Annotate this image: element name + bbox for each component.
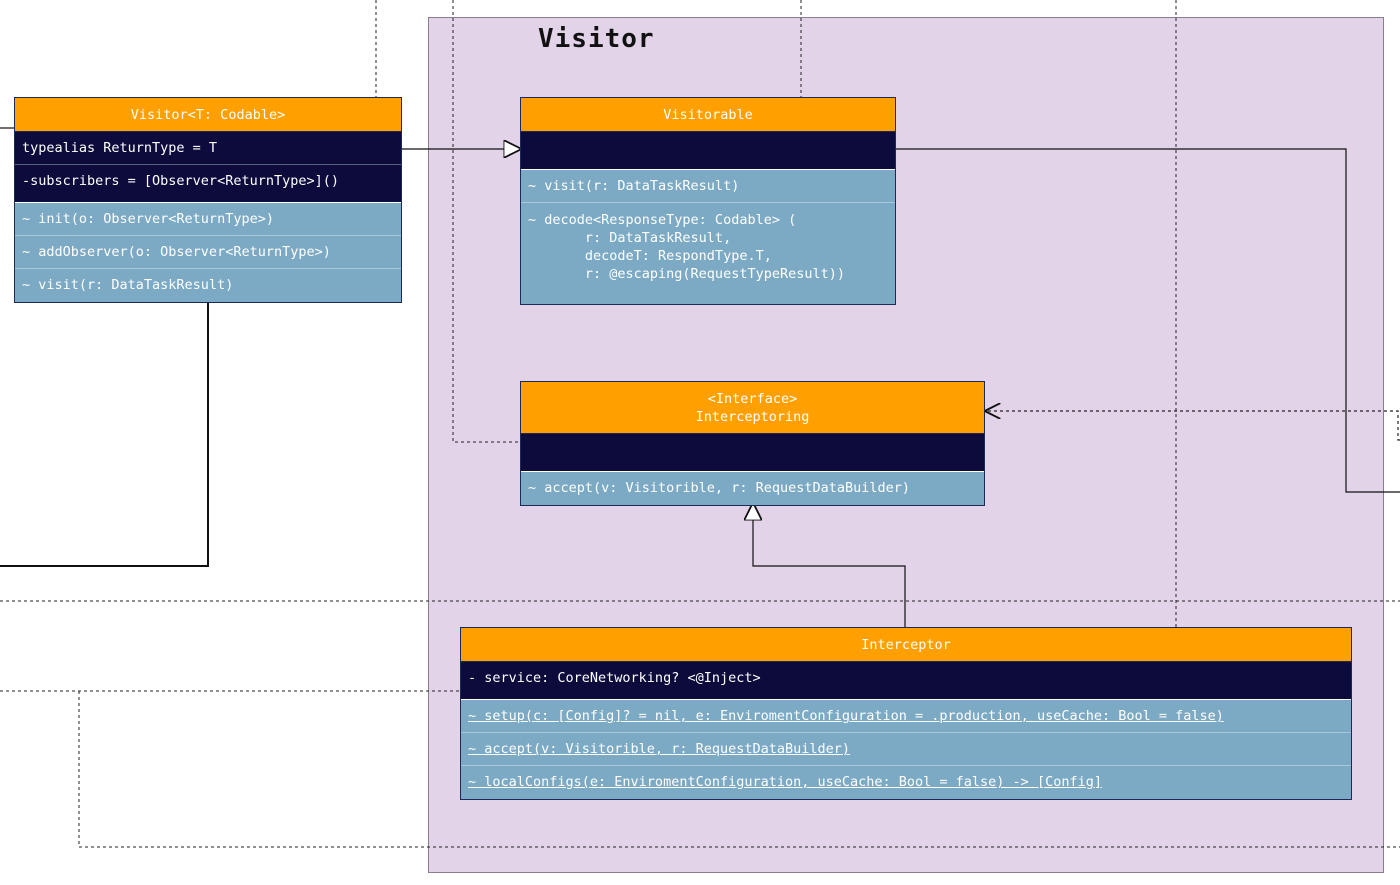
visitorable-separator (521, 165, 895, 170)
visitor-separator (15, 198, 401, 203)
package-title: Visitor (538, 24, 655, 54)
dashed-bottom-loop (78, 691, 1400, 848)
visitorable-op-visit: ~ visit(r: DataTaskResult) (521, 170, 895, 203)
generalization-arrow (753, 504, 906, 627)
interceptor-op-setup: ~ setup(c: [Config]? = nil, e: Enviromen… (461, 700, 1351, 733)
interceptoring-header: <Interface> Interceptoring (521, 382, 984, 434)
visitor-op-visit: ~ visit(r: DataTaskResult) (22, 277, 234, 293)
interceptoring-op-accept: ~ accept(v: Visitorible, r: RequestDataB… (528, 480, 911, 496)
interceptor-op-local-configs: ~ localConfigs(e: EnviromentConfiguratio… (468, 774, 1102, 790)
interceptoring-class: <Interface> Interceptoring ~ accept(v: V… (520, 381, 985, 506)
visitor-op-add-observer: ~ addObserver(o: Observer<ReturnType>) (15, 236, 401, 269)
visitor-op-init: ~ init(o: Observer<ReturnType>) (15, 203, 401, 236)
visitorable-class-name: Visitorable (521, 98, 895, 132)
visitor-bottom-connector (0, 301, 209, 567)
visitor-attribute-typealias: typealias ReturnType = T (15, 132, 401, 165)
interceptor-attribute-service: - service: CoreNetworking? <@Inject> (461, 662, 1351, 695)
interceptor-op-accept: ~ accept(v: Visitorible, r: RequestDataB… (461, 733, 1351, 766)
interceptor-class-name: Interceptor (461, 628, 1351, 662)
visitorable-class: Visitorable ~ visit(r: DataTaskResult) ~… (520, 97, 896, 305)
visitor-class-name: Visitor<T: Codable> (15, 98, 401, 132)
visitorable-op-decode: ~ decode<ResponseType: Codable> ( r: Dat… (528, 212, 845, 282)
dashed-dependency-arrow (986, 411, 1400, 441)
visitorable-attributes (521, 132, 895, 165)
interceptoring-class-name: Interceptoring (695, 408, 810, 425)
interceptor-class: Interceptor - service: CoreNetworking? <… (460, 627, 1352, 800)
dashed-line-to-interceptoring (452, 0, 520, 443)
interceptoring-attributes (521, 434, 984, 467)
interceptor-separator (461, 695, 1351, 700)
interceptoring-stereotype: <Interface> (707, 390, 798, 407)
visitorable-right-connector (895, 148, 1400, 493)
visitor-class: Visitor<T: Codable> typealias ReturnType… (14, 97, 402, 303)
interceptoring-separator (521, 467, 984, 472)
visitor-attribute-subscribers: -subscribers = [Observer<ReturnType>]() (15, 165, 401, 198)
